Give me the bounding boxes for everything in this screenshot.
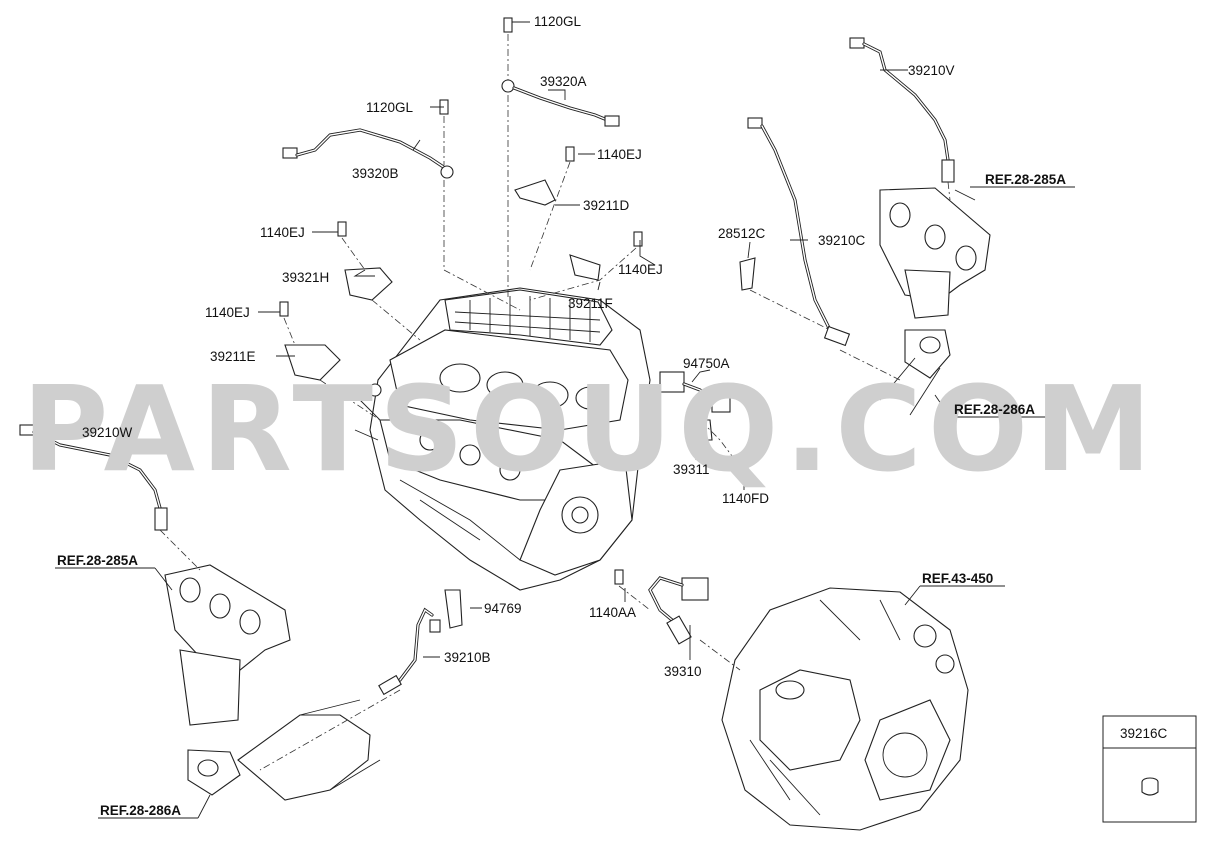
label-1140AA[interactable]: 1140AA bbox=[589, 605, 636, 620]
ref-28-285A-left[interactable]: REF.28-285A bbox=[57, 553, 138, 568]
oxygen-sensor-39210B bbox=[378, 607, 441, 696]
sensor-39310 bbox=[648, 576, 709, 645]
label-1140EJ-b[interactable]: 1140EJ bbox=[260, 225, 305, 240]
knock-sensor-39320B bbox=[282, 128, 454, 179]
oxygen-sensor-39210W bbox=[19, 424, 168, 531]
plug-icon bbox=[1141, 777, 1159, 796]
watermark-text: PARTSOUQ.COM bbox=[22, 360, 1158, 498]
leader-lines bbox=[159, 34, 951, 771]
label-94750A[interactable]: 94750A bbox=[683, 356, 730, 371]
transmission bbox=[721, 587, 969, 831]
label-1140EJ-c[interactable]: 1140EJ bbox=[618, 262, 663, 277]
label-39320B[interactable]: 39320B bbox=[352, 166, 399, 181]
label-39320A[interactable]: 39320A bbox=[540, 74, 587, 89]
oxygen-sensor-39210C bbox=[747, 117, 851, 347]
label-39210V[interactable]: 39210V bbox=[908, 63, 955, 78]
exhaust-manifold-right bbox=[879, 187, 991, 416]
label-1140FD[interactable]: 1140FD bbox=[722, 491, 769, 506]
exhaust-manifold-left bbox=[164, 564, 381, 801]
label-39210B[interactable]: 39210B bbox=[444, 650, 491, 665]
label-39311[interactable]: 39311 bbox=[673, 462, 710, 477]
reference-labels: REF.28-285A REF.28-286A REF.28-285A REF.… bbox=[57, 172, 1066, 818]
label-1140EJ-a[interactable]: 1140EJ bbox=[597, 147, 642, 162]
knock-sensor-39320A bbox=[501, 79, 620, 127]
ref-28-285A-right[interactable]: REF.28-285A bbox=[985, 172, 1066, 187]
ref-43-450[interactable]: REF.43-450 bbox=[922, 571, 993, 586]
label-1120GL-top[interactable]: 1120GL bbox=[534, 14, 582, 29]
label-1120GL-left[interactable]: 1120GL bbox=[366, 100, 414, 115]
label-94769[interactable]: 94769 bbox=[484, 601, 522, 616]
oxygen-sensor-39210V bbox=[849, 37, 955, 183]
label-28512C[interactable]: 28512C bbox=[718, 226, 766, 241]
inset-box-39216C: 39216C bbox=[1102, 715, 1197, 823]
sensor-94750A bbox=[659, 371, 731, 413]
label-39321H[interactable]: 39321H bbox=[282, 270, 329, 285]
label-39211F[interactable]: 39211F bbox=[568, 296, 613, 311]
label-ticks bbox=[55, 21, 1075, 819]
part-label-group: 1120GL 39320A 1120GL 39320B 1140EJ 39211… bbox=[82, 14, 955, 679]
ref-28-286A-right[interactable]: REF.28-286A bbox=[954, 402, 1035, 417]
inset-title[interactable]: 39216C bbox=[1120, 726, 1168, 741]
label-39210C[interactable]: 39210C bbox=[818, 233, 866, 248]
engine-block bbox=[354, 287, 651, 591]
ref-28-286A-left[interactable]: REF.28-286A bbox=[100, 803, 181, 818]
label-39210W[interactable]: 39210W bbox=[82, 425, 133, 440]
label-39211D[interactable]: 39211D bbox=[583, 198, 630, 213]
label-39211E[interactable]: 39211E bbox=[210, 349, 256, 364]
label-39310[interactable]: 39310 bbox=[664, 664, 702, 679]
label-1140EJ-d[interactable]: 1140EJ bbox=[205, 305, 250, 320]
